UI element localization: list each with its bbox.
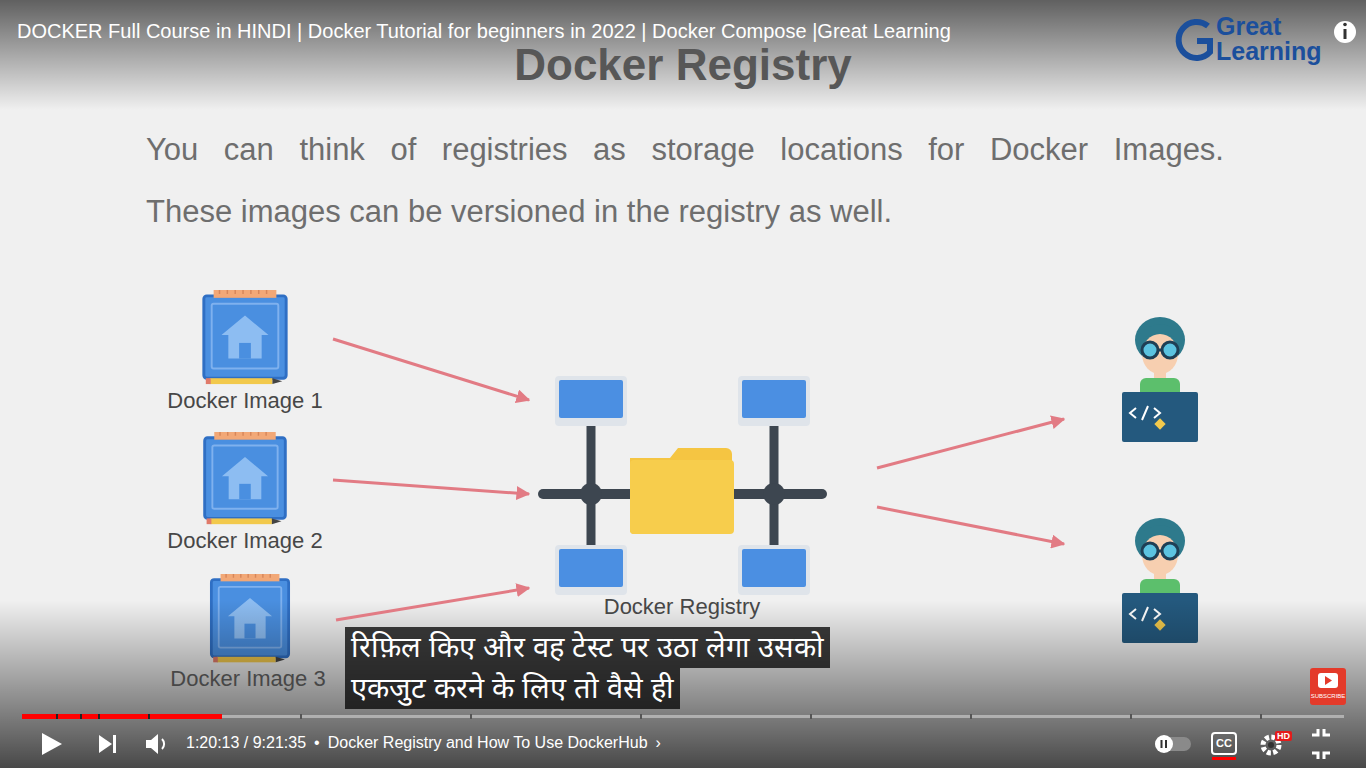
drawn-shape [22, 714, 222, 719]
subscribe-text: SUBSCRIBE [1310, 693, 1346, 699]
drawn-shape [1334, 21, 1356, 43]
drawn-shape [810, 714, 812, 719]
drawn-shape [738, 376, 810, 426]
cc-text: CC [1212, 737, 1236, 749]
drawn-shape [1130, 714, 1132, 719]
drawn-shape [555, 376, 627, 426]
progress-bar [22, 714, 1344, 719]
player-controls [42, 729, 1330, 760]
drawn-shape [98, 714, 100, 719]
connector-arrow [333, 480, 529, 494]
subtitle-line: एकजुट करने के लिए तो वैसे ही [345, 668, 680, 709]
drawn-shape [80, 714, 82, 719]
drawn-shape [877, 507, 1064, 544]
drawn-shape [555, 545, 627, 595]
title-holder: Docker Registry [0, 40, 1366, 90]
drawn-shape [1161, 740, 1163, 748]
drawn-shape [1325, 676, 1332, 685]
body-text: You can think of registries as storage l… [146, 132, 1224, 168]
logo-word: Great [1216, 12, 1281, 41]
node-label: Docker Registry [604, 594, 760, 620]
time-code: 1:20:13 / 9:21:35 [186, 733, 306, 753]
connector-arrow [336, 588, 529, 620]
drawn-shape [148, 714, 150, 719]
drawn-shape [1260, 714, 1262, 719]
drawn-shape [640, 714, 642, 719]
drawn-shape [204, 290, 286, 384]
channel-logo [1179, 22, 1210, 58]
drawn-shape [42, 733, 62, 755]
drawn-shape [1318, 673, 1338, 688]
video-title: DOCKER Full Course in HINDI | Docker Tut… [17, 20, 951, 43]
chevron: › [656, 733, 661, 753]
connector-arrow [333, 339, 529, 400]
info-icon [1334, 21, 1356, 43]
distribution-arrows [877, 419, 1064, 544]
drawn-shape [1343, 23, 1347, 27]
image-node: Docker Image 1 [163, 290, 327, 414]
drawn-shape [738, 545, 810, 595]
drawn-shape [300, 714, 302, 719]
drawn-shape [1179, 22, 1210, 58]
top-shade [0, 0, 1366, 110]
slide-title: Docker Registry [514, 40, 851, 90]
logo-word: Learning [1216, 37, 1322, 66]
body-text: These images can be versioned in the reg… [146, 194, 892, 230]
drawn-shape [970, 714, 972, 719]
drawn-shape [1155, 735, 1173, 753]
drawn-shape [1212, 757, 1236, 760]
drawn-shape [99, 735, 112, 753]
drawn-shape [877, 419, 1064, 468]
registry-node: Docker Registry [537, 372, 827, 620]
drawn-shape [1212, 733, 1236, 754]
subscribe-button [1310, 668, 1346, 705]
drawn-shape [1344, 29, 1347, 39]
drawn-shape [580, 483, 602, 505]
control-row: 1:20:13 / 9:21:35 • Docker Registry and Ho… [186, 733, 669, 753]
chapter-title: Docker Registry and How To Use DockerHub [328, 733, 648, 753]
drawn-shape [146, 734, 158, 754]
drawn-shape [1312, 729, 1330, 759]
drawn-shape [56, 714, 58, 719]
drawn-shape [1310, 668, 1346, 705]
bottom-shade [0, 600, 1366, 768]
subtitle-line: रिफ़िल किए और वह टेस्ट पर उठा लेगा उसको [345, 627, 830, 668]
drawn-shape [763, 483, 785, 505]
hd-badge: HD [1275, 731, 1292, 741]
drawn-shape [1165, 740, 1167, 748]
developer-figures [1122, 317, 1198, 643]
drawn-shape [205, 432, 286, 524]
image-node: Docker Image 2 [163, 432, 327, 554]
drawn-shape [1268, 742, 1274, 748]
drawn-shape [22, 715, 1344, 718]
separator-dot: • [314, 733, 320, 753]
drawn-shape [162, 739, 164, 749]
node-label: Docker Image 3 [170, 666, 325, 692]
drawn-shape [630, 460, 734, 534]
node-label: Docker Image 2 [167, 528, 322, 554]
drawn-shape [113, 735, 116, 753]
node-label: Docker Image 1 [167, 388, 322, 414]
drawn-shape [470, 714, 472, 719]
drawn-shape [1122, 317, 1198, 442]
registry-network-icon [543, 376, 822, 595]
image-node: Docker Image 3 [166, 574, 330, 692]
